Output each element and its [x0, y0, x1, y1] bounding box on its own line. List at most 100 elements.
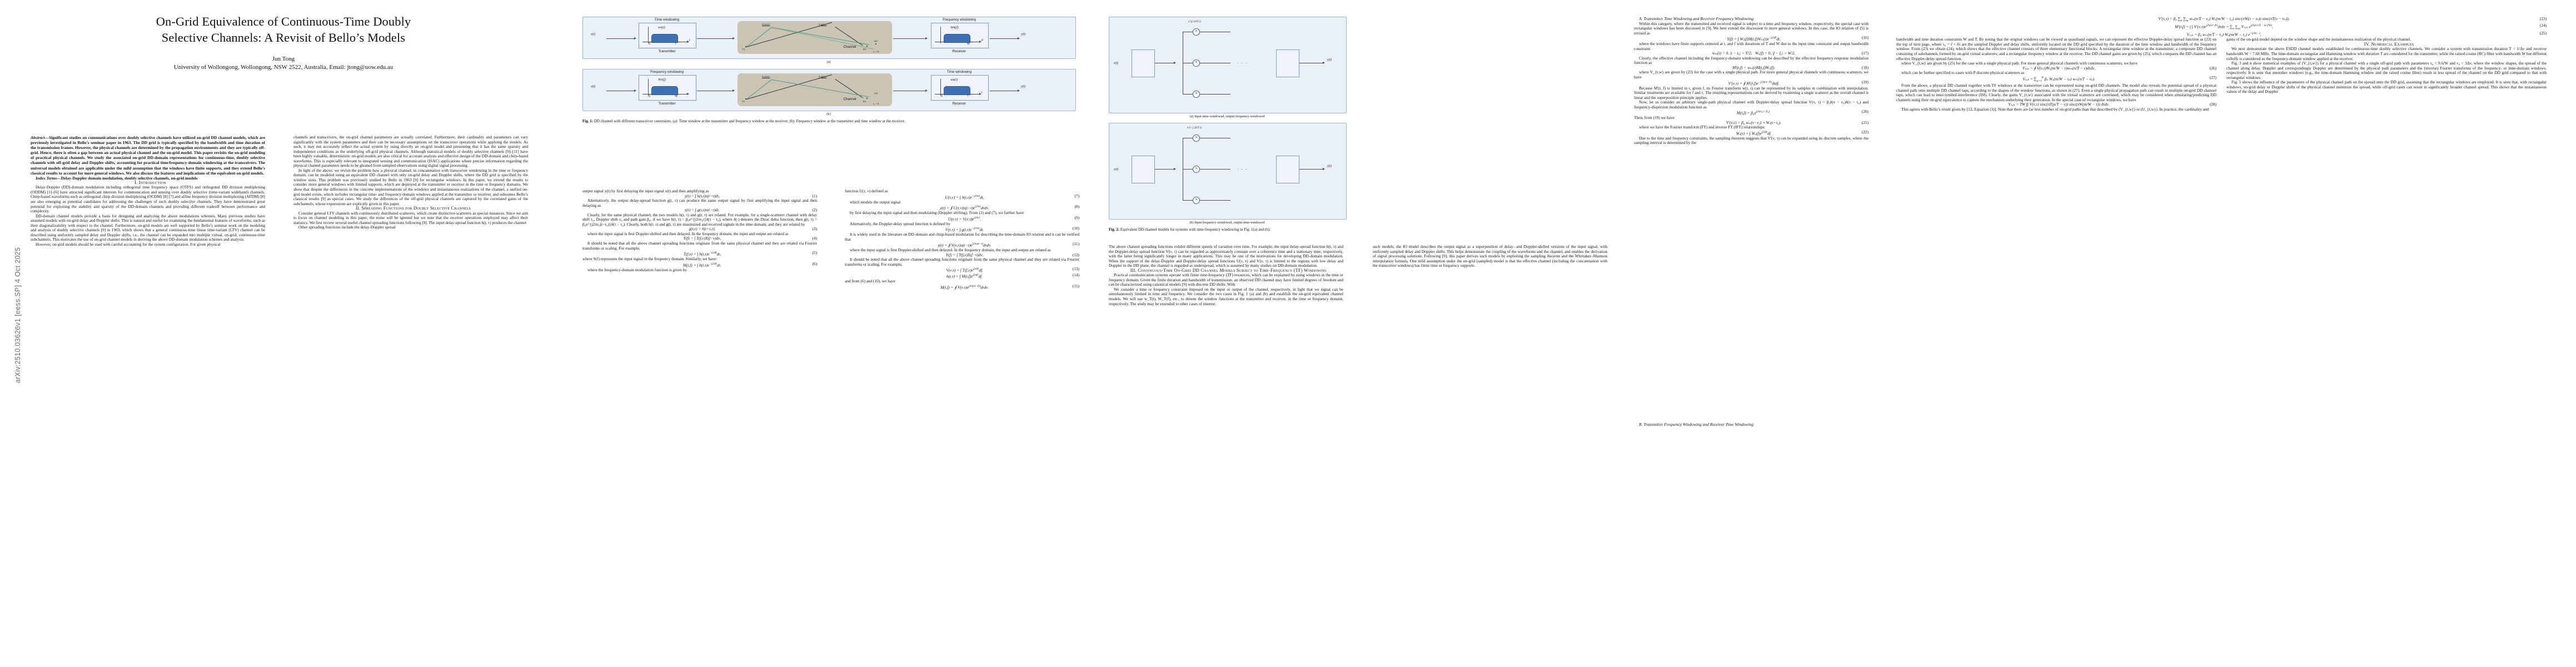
fig1a-tick-F: F: [981, 39, 984, 42]
fig1b-scatterer-1: Scatterer: [762, 75, 770, 78]
column-1: Abstract—Significant studies on communic…: [31, 135, 265, 247]
fig1a-tx-node-label: TX: [742, 48, 745, 51]
col6-para-5: Because M'(t, f) is limited in t, given …: [1634, 85, 1869, 100]
column-6: A. Transmitter Time Windowing and Receiv…: [1634, 16, 1869, 146]
col3-eq1-tag: (1): [812, 193, 817, 198]
col5-para-2: Practical communication systems operate …: [1109, 272, 1343, 287]
index-terms-lead: Index Terms—: [36, 175, 61, 181]
page-title: On-Grid Equivalence of Continuous-Time D…: [17, 13, 550, 46]
fig1b-tick-T: T: [967, 94, 969, 98]
col3-para-7: where the frequency-domain modulation fu…: [587, 267, 687, 272]
fig2b-mixer-1: ×: [1193, 135, 1200, 142]
figure-1-caption-label: Fig. 1:: [582, 119, 594, 123]
abstract-lead: Abstract—: [31, 135, 49, 140]
fig1a-WR-label: Wʀ(f): [950, 26, 959, 29]
figure-2a-subcaption: (a) Input time-windowed, output frequenc…: [1189, 115, 1265, 118]
col7-equation-23: Vʹ(ν,τ) = β₀ ∑n ∑m wₘ(n/T − ν₀) Wₓ(m/W −…: [2158, 16, 2547, 23]
fig2a-tx-window-block: [1132, 49, 1155, 77]
fig1a-time-windowing-label: Time windowing: [654, 18, 680, 22]
column-5b: such models, the IO model describes the …: [1373, 244, 1607, 268]
col7-eq26-tag: (26): [2209, 65, 2216, 71]
abstract: Abstract—Significant studies on communic…: [31, 135, 265, 176]
fig1b-output-label: y(t): [1021, 85, 1026, 88]
col1-para-2: DD-domain channel models provide a basis…: [31, 213, 265, 242]
figure-1a-diagram: x(t) wᴛ(t) 0 T t Time windowing Transmit…: [582, 17, 1076, 59]
fig1b-transmitter-label: Transmitter: [658, 102, 676, 106]
figure-1-caption-text: DD channel with different transceiver co…: [594, 119, 905, 123]
col6-eq19-tag: (19): [1861, 79, 1869, 84]
col6-para-1: Within this category, where the transmit…: [1634, 21, 1869, 36]
col3-para-6: where S(f) represents the input signal i…: [582, 256, 718, 262]
col6-eq20-tag: (20): [1861, 109, 1869, 115]
fig1a-tx-to-channel-head: [733, 37, 735, 39]
col6-eq17-tag: (17): [1861, 51, 1869, 56]
col6-eq21-tag: (21): [1861, 120, 1869, 125]
fig1a-tick-T: T: [675, 42, 677, 46]
fig1a-output-arrowhead: [1018, 37, 1020, 39]
index-terms: Index Terms—Delay-Doppler domain modulat…: [31, 176, 265, 181]
fig1a-input-arrowhead: [634, 37, 636, 39]
col6-equation-17: wₘ(t) = 0, |t − t₀| > T/2; Wₓ(f) = 0, |f…: [1712, 51, 1869, 56]
col3-eq5-tag: (5): [812, 250, 817, 256]
fig1b-phi-label: φ(t): [874, 92, 878, 94]
fig2b-rx-window-block: [1276, 156, 1299, 183]
fig1b-tx-window-box: Wᴛ(f) 0 W: [639, 75, 696, 101]
abstract-body: Significant studies on communications ov…: [31, 135, 265, 176]
fig2b-mixer-2: ×: [1193, 166, 1200, 173]
col4-para-5: It is widely used in the literature on D…: [845, 232, 1079, 242]
fig1b-wr-label: wʀ(t): [950, 78, 958, 82]
subsection-b-heading: B. Transmitter Frequency Windowing and R…: [1639, 422, 1753, 427]
fig2a-output-label: y(t): [1327, 58, 1332, 62]
fig1a-tx-pulse: [651, 34, 678, 43]
fig1a-rx-node-label: RX: [863, 48, 866, 51]
figure-1b-diagram: x(t) Wᴛ(f) 0 W Frequency windowing Trans…: [582, 69, 1076, 111]
col7-equation-27: Vₙ,ₖ = ∑p=1P βₚ Wₓ(m/W − τₚ) wₘ(n/T − νₚ…: [2022, 74, 2216, 83]
figure-2-caption: Fig. 2: Equivalent DD channel models for…: [1109, 227, 1346, 232]
column-4: function U(τ, ν) defined as U(τ,ν) = ∫ h…: [845, 188, 1079, 290]
col7-para-6: gains of the on-grid model depend on the…: [2226, 37, 2411, 42]
col6-para-3: Clearly, the effective channel including…: [1634, 55, 1869, 66]
fig1b-input-label: x(t): [591, 85, 596, 88]
col7-eq23-tag: (23): [2539, 16, 2547, 21]
title-line-1: On-Grid Equivalence of Continuous-Time D…: [156, 14, 411, 28]
subsection-a-heading: A. Transmitter Time Windowing and Receiv…: [1639, 16, 1753, 21]
col4-equation-7: U(τ,ν) = ∫ h(t,τ)e−j2πνtdt,(7): [945, 193, 1079, 200]
col3-equation-2: y(t) = ∫ g(t,τ)x(t−τ)dτ.(2): [684, 207, 817, 213]
fig1a-rx-pulse: [944, 34, 970, 43]
col3-para-3: Clearly, for the same physical channel, …: [582, 212, 817, 227]
fig1b-channel-to-rx-head: [925, 89, 928, 92]
column-7: Vʹ(ν,τ) = β₀ ∑n ∑m wₘ(n/T − ν₀) Wₓ(m/W −…: [1896, 16, 2547, 112]
col5-para-1: The above channel spreading functions ex…: [1109, 244, 1343, 268]
col4-equation-11: y(t) = ∮ V(ν,τ)x(t−τ)ej2πν(t−τ)dτdν.(11): [938, 241, 1079, 248]
column-5: The above channel spreading functions ex…: [1109, 244, 1343, 306]
col6-eq18-tag: (18): [1861, 64, 1869, 70]
col3-eq6-tag: (6): [812, 261, 817, 266]
fig1b-channel-box: Scatterer Scatterer TX RX φ(t) t₀ + δt: [738, 73, 892, 106]
fig1b-tick-W: W: [675, 94, 677, 98]
fig1a-receiver-label: Receiver: [952, 49, 966, 53]
col4-eq7-tag: (7): [1074, 193, 1079, 198]
col7-para-3: which can be further specified to cases …: [1901, 70, 2025, 76]
fig1a-channel-box: Scatterer Scatterer TX RX φ(t) t₀ + δt: [738, 21, 892, 54]
fig1a-position-label: t₀ + δt: [873, 50, 879, 53]
fig1a-input-label: x(t): [591, 33, 596, 36]
col4-eq14-tag: (14): [1072, 272, 1079, 278]
section-heading-ctdd: III. Continuous-Time On-Grid DD Channel …: [1130, 267, 1327, 273]
figure-1b-subcaption: (b): [826, 112, 831, 116]
column-2: channels and transceivers, the on-grid c…: [293, 135, 528, 230]
col4-eq10-tag: (10): [1072, 226, 1079, 231]
col3-equation-5: T(f,ν) = ∫ h(t,τ)e−j2πftdt,(5): [683, 250, 817, 257]
fig1b-input-arrowhead: [634, 89, 636, 92]
fig1b-output-arrowhead: [1018, 89, 1020, 92]
col4-equation-12: Y(f) = ∫ T(f,ν)X(f−ν)dν.(12): [945, 252, 1079, 257]
figure-2b-diagram: x(t) × × × e^{−j 2π/T t} · · · y(t): [1109, 123, 1347, 220]
figure-2a-diagram: x(t) × × × e^{j 2π/T t} · · · y(t): [1109, 17, 1347, 113]
fig1a-phi-label: φ(t): [874, 39, 878, 42]
fig1a-output-label: y(t): [1021, 33, 1026, 36]
col3-para-5: It should be noted that all the above ch…: [582, 241, 817, 251]
author-name: Jun Tong: [272, 56, 295, 62]
col2-para-4: Other spreading functions include the de…: [298, 225, 396, 230]
figure-1: x(t) wᴛ(t) 0 T t Time windowing Transmit…: [582, 17, 1077, 123]
figure-2-caption-label: Fig. 2:: [1109, 227, 1120, 232]
section-heading-spreading: II. Spreading Functions for Doubly Selec…: [355, 206, 471, 211]
